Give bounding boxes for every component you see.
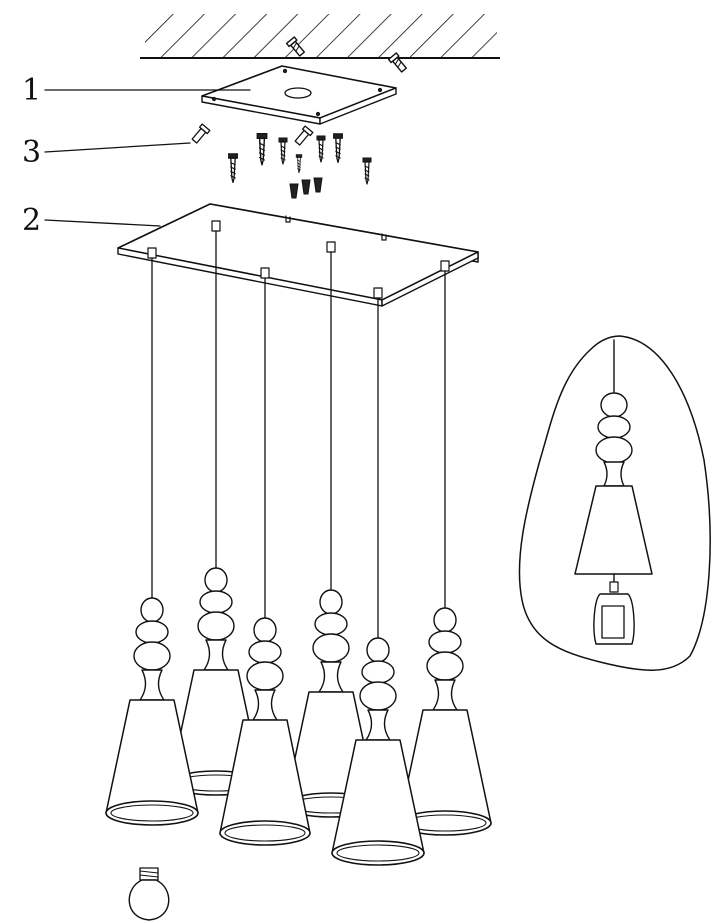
light-bulb [128,867,170,921]
callout-3: 3 [22,135,191,170]
screw [256,132,268,166]
screw [316,135,326,163]
callout-number: 2 [22,203,41,238]
pendant-lamp [331,287,425,866]
wire-connectors [289,177,323,199]
pendant-lamp [284,241,378,818]
pendant-lamp [169,220,263,796]
mounting-plate [201,65,397,125]
screw-kit [191,123,372,199]
ceiling [140,14,500,59]
callout-2: 2 [22,203,161,238]
ceiling-screw-right [387,52,407,73]
screw [278,137,288,165]
callout-1: 1 [22,73,251,108]
ceiling-screw-left [285,36,305,57]
screw [228,153,238,184]
callout-number: 3 [22,135,41,170]
canopy [117,203,479,307]
pendant-lamp [219,267,311,846]
pendant-lamp [105,247,199,826]
screw [362,157,372,185]
screw [295,154,303,174]
callout-number: 1 [22,73,41,108]
bolt-angled [191,123,211,144]
detail-view [518,335,711,671]
pendant-lamp [398,260,492,836]
bolt-angled-center [294,125,314,146]
pendant-group [105,220,492,866]
screw [333,133,343,164]
